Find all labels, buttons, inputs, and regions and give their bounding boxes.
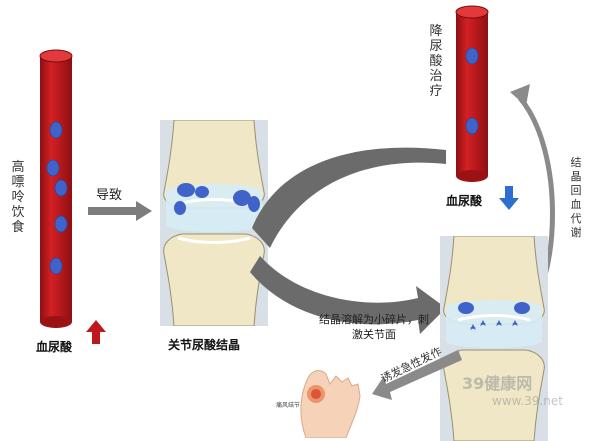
lead-arrow-icon (88, 201, 152, 221)
up-arrow-icon (86, 320, 106, 344)
joint-crystal-caption: 关节尿酸结晶 (168, 338, 241, 352)
joint-with-crystals (160, 120, 268, 326)
high-purine-diet-label: 高嘌呤饮食 (11, 160, 25, 235)
curved-arrows (250, 147, 446, 334)
attack-arrow (372, 350, 462, 400)
crystal-group-left (46, 121, 68, 275)
left-blood-uric-acid-label: 血尿酸 (36, 340, 73, 354)
down-arrow-icon (499, 186, 519, 210)
lead-arrow-label: 导致 (96, 188, 123, 203)
left-blood-vessel (39, 49, 73, 328)
dissolve-note: 结晶溶解为小碎片，刺激关节面 (319, 313, 429, 341)
right-blood-vessel (455, 5, 489, 182)
foot-illustration (300, 370, 361, 438)
crystal-return-label: 结晶回血代谢 (570, 156, 582, 239)
watermark-brand: 39健康网 (462, 374, 533, 393)
urate-lowering-therapy-label: 降尿酸治疗 (429, 24, 443, 99)
right-blood-uric-acid-label: 血尿酸 (446, 194, 483, 208)
joint-dissolving (440, 236, 548, 441)
foot-caption: 痛风结节 (276, 402, 301, 409)
watermark-url: www.39.net (492, 394, 563, 408)
